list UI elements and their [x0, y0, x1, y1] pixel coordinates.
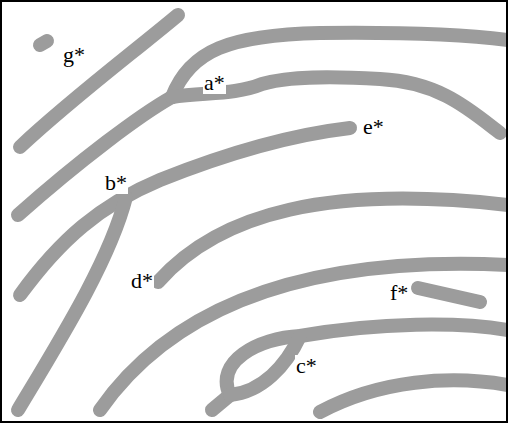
minutia-label: g*	[62, 44, 86, 66]
ridge-line	[100, 264, 508, 410]
ridge-line	[20, 15, 178, 147]
minutia-label: d*	[130, 270, 154, 292]
ridge-line	[18, 97, 172, 215]
ridge-line	[418, 288, 480, 302]
ridge-line	[320, 380, 508, 412]
minutia-label: f*	[389, 282, 409, 304]
minutia-label: e*	[362, 116, 385, 138]
minutia-label: a*	[203, 72, 226, 94]
ridge-line	[172, 33, 508, 97]
ridge-line	[230, 336, 300, 395]
minutia-label: b*	[104, 172, 128, 194]
ridge-dot	[40, 41, 47, 45]
minutia-label: c*	[295, 355, 318, 377]
ridge-line	[18, 197, 126, 410]
